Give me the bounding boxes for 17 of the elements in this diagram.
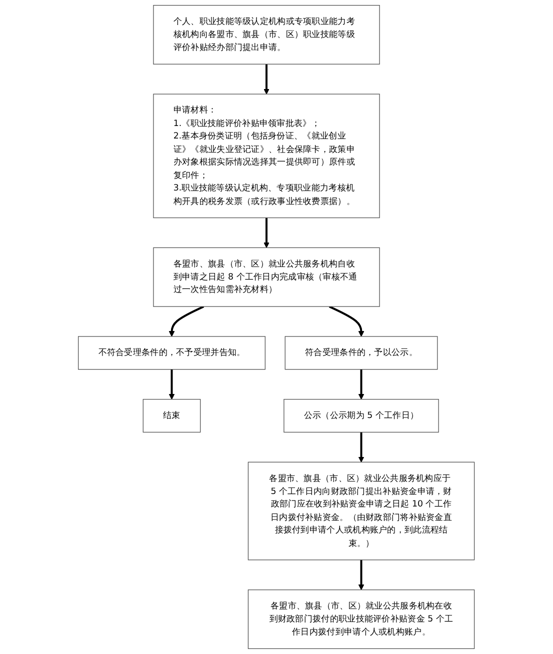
arrow xyxy=(264,218,270,248)
node-box: 不符合受理条件的，不予受理并告知。 xyxy=(78,336,266,370)
arrow xyxy=(358,369,364,400)
node-box: 个人、职业技能等级认定机构或专项职业能力考核机构向各盟市、旗县（市、区）职业技能等级评价补贴经办部门提出申请。 xyxy=(153,4,380,64)
arrow xyxy=(169,306,204,337)
node-box: 各盟市、旗县（市、区）就业公共服务机构自收到申请之日起 8 个工作日内完成审核（审核不通过一次性告知需补充材料） xyxy=(153,247,380,307)
node-box: 申请材料： 1.《职业技能评价补贴申领审批表》； 2.基本身份类证明（包括身份证、《就业创业证》《就业失业登记证》、社会保障卡，政策申办对象根据实际情况选择其一提供即可）原件或复印件； 3.职业技能等级认定机构、专项职业能力考核机构开具的税务发票（或行政事业性收费票据）。 xyxy=(153,94,380,218)
node-box: 符合受理条件的，予以公示。 xyxy=(284,336,438,370)
arrow xyxy=(358,432,364,462)
node-box: 结束 xyxy=(143,398,201,433)
node-box: 各盟市、旗县（市、区）就业公共服务机构在收到财政部门拨付的职业技能评价补贴资金 5 个工作日内拨付到申请个人或机构账户。 xyxy=(248,589,475,649)
node-box: 各盟市、旗县（市、区）就业公共服务机构应于 5 个工作日内向财政部门提出补贴资金申请，财政部门应在收到补贴资金申请之日起 10 个工作日内拨付补贴资金。（由财政部门将补贴资金直接拨付到申请个人或机构账户的，到此流程结束。） xyxy=(248,462,475,560)
node-box: 公示（公示期为 5 个工作日） xyxy=(284,398,440,433)
arrow xyxy=(169,369,175,400)
arrow xyxy=(358,560,364,590)
arrow xyxy=(329,306,364,337)
arrow xyxy=(264,64,270,94)
